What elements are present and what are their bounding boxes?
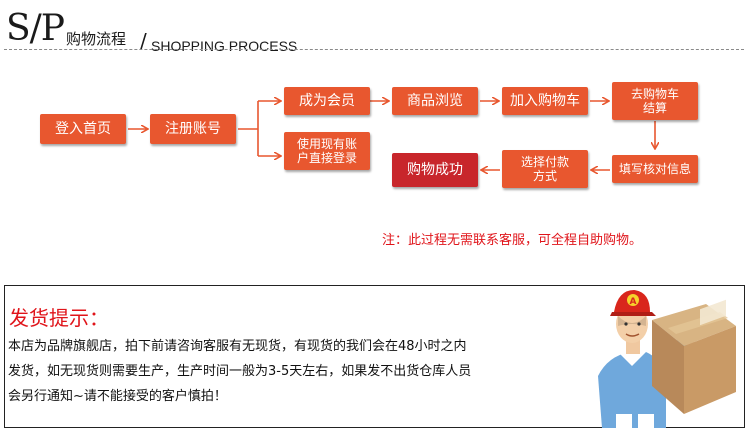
step-payment-method: 选择付款 方式 bbox=[502, 150, 588, 188]
step-add-cart-label: 加入购物车 bbox=[510, 92, 580, 109]
shipping-notice-line1: 本店为品牌旗舰店，拍下前请咨询客服有无现货，有现货的我们会在48小时之内 bbox=[8, 339, 467, 354]
step-checkout: 去购物车 结算 bbox=[612, 82, 698, 120]
step-become-member: 成为会员 bbox=[284, 87, 370, 115]
shipping-notice-line3: 会另行通知~请不能接受的客户慎拍！ bbox=[8, 389, 227, 404]
shipping-notice-line2: 发货，如无现货则需要生产，生产时间一般为3-5天左右，如果发不出货仓库人员 bbox=[8, 364, 472, 379]
step-payment-line1: 选择付款 bbox=[520, 155, 569, 169]
step-checkout-line1: 去购物车 bbox=[630, 87, 679, 101]
sp-logo-text: S/P bbox=[6, 8, 65, 49]
step-register: 注册账号 bbox=[150, 114, 236, 144]
step-success: 购物成功 bbox=[392, 153, 478, 187]
step-register-label: 注册账号 bbox=[165, 120, 221, 137]
shipping-notice-title: 发货提示： bbox=[9, 306, 109, 330]
step-login-home: 登入首页 bbox=[40, 114, 126, 144]
step-success-label: 购物成功 bbox=[407, 161, 463, 178]
step-add-cart: 加入购物车 bbox=[502, 87, 588, 115]
step-checkout-line2: 结算 bbox=[642, 101, 667, 115]
step-fill-info: 填写核对信息 bbox=[612, 155, 698, 183]
step-login-home-label: 登入首页 bbox=[55, 120, 111, 137]
step-become-member-label: 成为会员 bbox=[299, 92, 355, 109]
header-title-zh: 购物流程 bbox=[66, 30, 127, 48]
flow-arrows bbox=[128, 0, 750, 300]
step-browse-label: 商品浏览 bbox=[407, 92, 463, 109]
header-slash: / bbox=[140, 29, 147, 53]
step-use-existing-line2: 户直接登录 bbox=[296, 151, 357, 165]
cap-logo-letter: A bbox=[630, 297, 637, 307]
self-service-note: 注：此过程无需联系客服，可全程自助购物。 bbox=[382, 233, 643, 248]
step-browse: 商品浏览 bbox=[392, 87, 478, 115]
step-use-existing-line1: 使用现有账 bbox=[296, 137, 357, 151]
step-use-existing-account: 使用现有账 户直接登录 bbox=[284, 132, 370, 170]
shipping-notice-panel bbox=[4, 285, 745, 428]
header-divider bbox=[4, 49, 744, 50]
step-fill-info-label: 填写核对信息 bbox=[618, 162, 691, 176]
courier-with-box-illustration: A bbox=[598, 290, 736, 428]
header-title-en: SHOPPING PROCESS bbox=[151, 38, 298, 54]
step-payment-line2: 方式 bbox=[532, 169, 557, 183]
